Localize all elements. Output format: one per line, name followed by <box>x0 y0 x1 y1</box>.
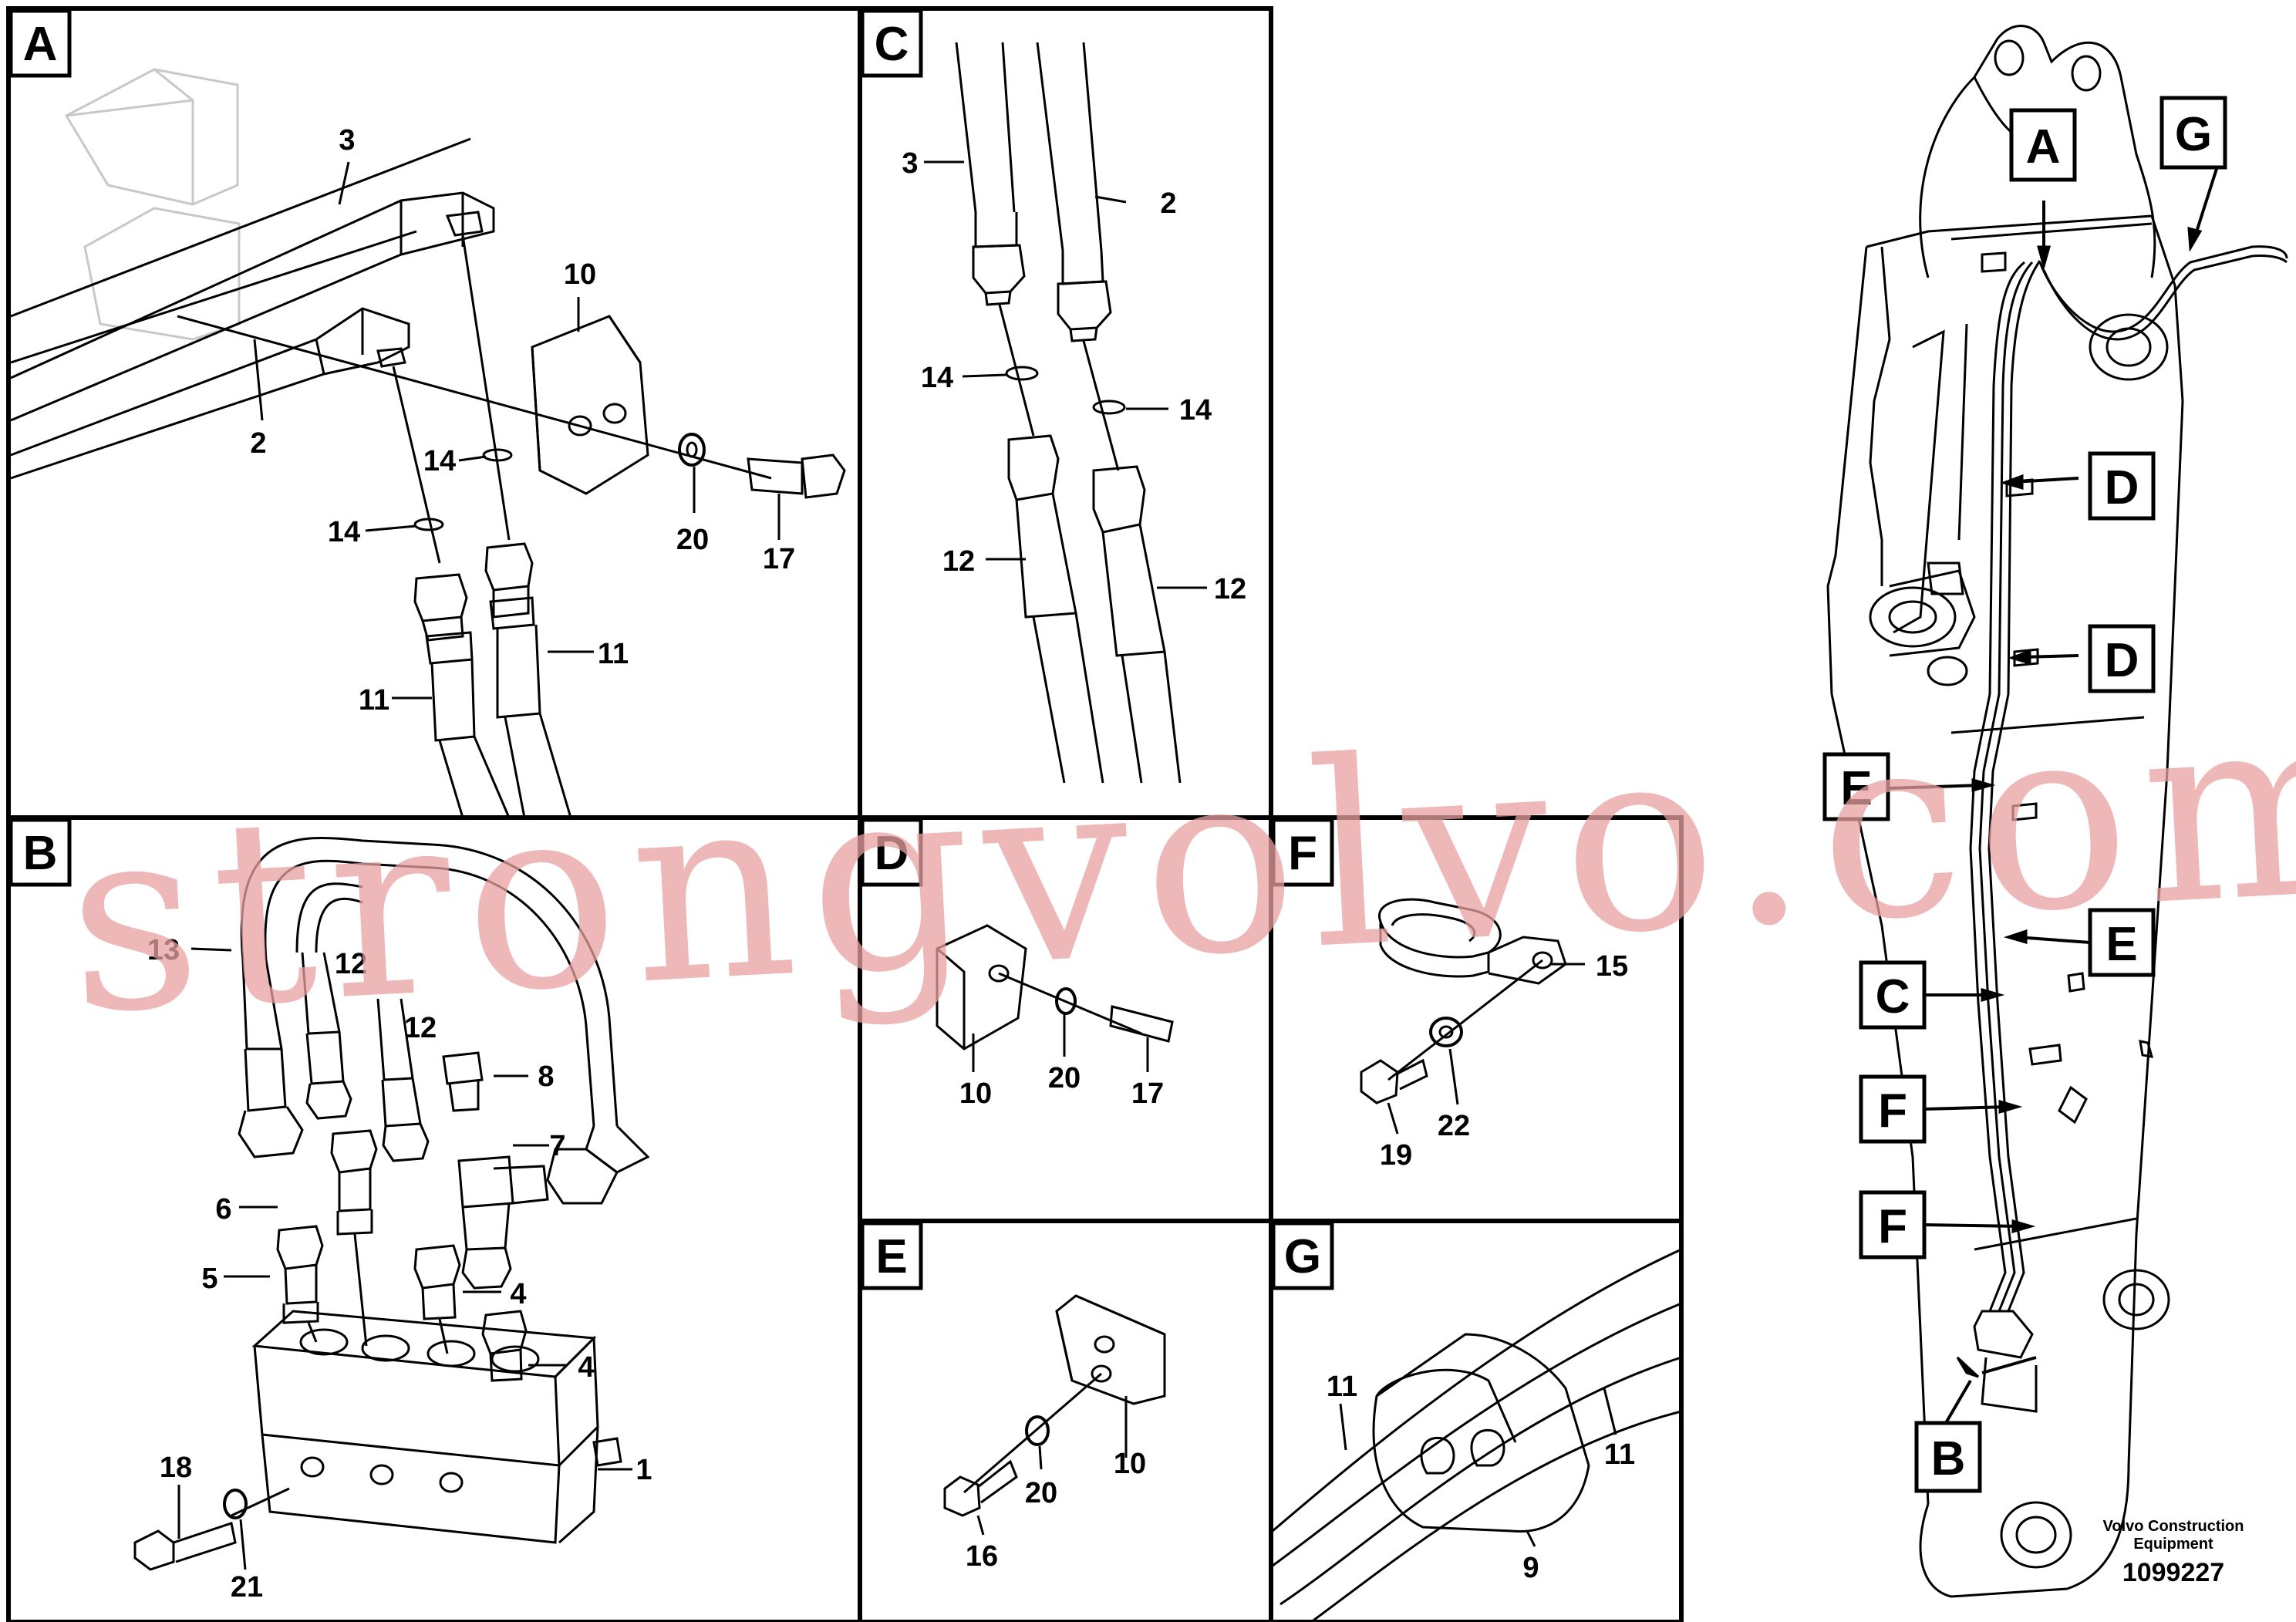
title-block: Volvo Construction Equipment 1099227 <box>2103 1518 2244 1587</box>
svg-text:A: A <box>2026 120 2061 174</box>
part-label-4: 4 <box>578 1351 594 1384</box>
part-label-20: 20 <box>1025 1477 1057 1509</box>
panel-tag-e: E <box>860 1221 923 1290</box>
panel-label-a: A <box>23 18 58 71</box>
panel-tag-a: A <box>8 8 72 78</box>
panel-tag-d: D <box>860 818 923 887</box>
svg-text:F: F <box>1878 1200 1907 1253</box>
part-label-14: 14 <box>328 516 360 548</box>
panel-tag-c: C <box>860 8 923 78</box>
part-label-15: 15 <box>1596 950 1628 983</box>
part-label-3: 3 <box>339 124 355 157</box>
part-label-21: 21 <box>231 1571 263 1603</box>
svg-text:E: E <box>1840 762 1872 815</box>
panel-e-drawing <box>943 1294 1166 1536</box>
panel-frames <box>6 6 1684 1622</box>
part-label-8: 8 <box>538 1061 554 1093</box>
part-label-11: 11 <box>598 638 629 670</box>
part-label-17: 17 <box>763 543 795 575</box>
callout-a: A <box>2009 108 2077 182</box>
part-label-12: 12 <box>404 1012 437 1044</box>
callout-d-1: D <box>2088 451 2156 521</box>
part-label-20: 20 <box>676 524 709 556</box>
panel-label-e: E <box>875 1230 907 1283</box>
part-label-12: 12 <box>942 545 975 578</box>
panel-b-drawing <box>133 836 650 1571</box>
panel-a-drawing <box>10 68 846 818</box>
panel-f-labels: 15 22 19 <box>1380 950 1628 1172</box>
callout-f-2: F <box>1859 1190 1927 1259</box>
panel-a-labels: 3 2 10 14 14 20 17 11 11 <box>250 124 795 717</box>
part-label-10: 10 <box>959 1077 992 1110</box>
panel-e-labels: 10 20 16 <box>966 1448 1146 1573</box>
part-label-4: 4 <box>510 1278 526 1310</box>
part-label-11: 11 <box>1604 1438 1635 1471</box>
part-label-7: 7 <box>549 1130 565 1162</box>
part-label-16: 16 <box>966 1540 998 1573</box>
callout-e-1: E <box>1822 752 1890 821</box>
svg-text:E: E <box>2106 918 2137 971</box>
panel-g-drawing <box>1272 1248 1682 1622</box>
callout-f-1: F <box>1859 1074 1927 1144</box>
part-label-19: 19 <box>1380 1139 1412 1172</box>
panel-label-b: B <box>23 827 58 880</box>
part-label-14: 14 <box>921 362 953 394</box>
part-label-6: 6 <box>215 1193 231 1226</box>
panel-c-drawing <box>924 42 1207 784</box>
panel-c-labels: 3 2 14 14 12 12 <box>902 147 1246 605</box>
panel-d-drawing <box>936 924 1174 1072</box>
part-label-12: 12 <box>335 948 367 980</box>
svg-text:B: B <box>1931 1432 1966 1485</box>
company-name-line2: Equipment <box>2133 1536 2213 1553</box>
part-label-9: 9 <box>1522 1552 1539 1584</box>
callout-c: C <box>1859 960 1927 1030</box>
panel-tag-g: G <box>1271 1221 1334 1290</box>
watermark-text: strongvolvo.com <box>61 653 2296 1071</box>
svg-text:C: C <box>1876 970 1910 1023</box>
part-label-2: 2 <box>1160 187 1176 220</box>
company-name: Volvo Construction <box>2103 1518 2244 1535</box>
background-blocks <box>64 68 241 341</box>
panel-label-g: G <box>1284 1230 1321 1283</box>
svg-text:D: D <box>2105 634 2139 687</box>
part-label-2: 2 <box>250 427 266 460</box>
part-label-10: 10 <box>1114 1448 1146 1480</box>
part-label-14: 14 <box>1179 394 1212 427</box>
callout-g: G <box>2159 96 2227 170</box>
svg-text:D: D <box>2105 461 2139 514</box>
part-label-13: 13 <box>147 934 180 966</box>
panel-tags: A C B D F E G <box>8 8 1334 1290</box>
panel-f-drawing <box>1360 898 1585 1135</box>
panel-d-labels: 10 20 17 <box>959 1062 1164 1110</box>
part-label-17: 17 <box>1131 1077 1164 1110</box>
part-label-11: 11 <box>1327 1371 1357 1403</box>
part-label-10: 10 <box>564 258 596 291</box>
panel-tag-f: F <box>1271 818 1334 887</box>
panel-label-f: F <box>1288 827 1317 880</box>
svg-text:G: G <box>2175 108 2212 161</box>
part-label-1: 1 <box>636 1454 652 1486</box>
overview-callouts: A G D D E E C F <box>1822 96 2227 1493</box>
panel-b-labels: 13 12 12 8 7 6 5 4 4 1 18 21 <box>147 934 652 1603</box>
panel-tag-b: B <box>8 818 72 887</box>
part-label-20: 20 <box>1048 1062 1081 1094</box>
callout-d-2: D <box>2088 624 2156 693</box>
part-label-11: 11 <box>359 684 389 717</box>
drawing-number: 1099227 <box>2122 1558 2224 1587</box>
part-label-12: 12 <box>1214 573 1246 605</box>
part-label-5: 5 <box>201 1263 217 1295</box>
svg-text:F: F <box>1878 1084 1907 1138</box>
callout-e-2: E <box>2088 908 2156 977</box>
part-label-3: 3 <box>902 147 918 180</box>
part-label-22: 22 <box>1438 1110 1470 1142</box>
part-label-18: 18 <box>160 1452 192 1484</box>
part-label-14: 14 <box>423 445 456 477</box>
panel-label-c: C <box>875 18 909 71</box>
panel-g-labels: 11 11 9 <box>1327 1371 1635 1584</box>
panel-label-d: D <box>875 827 909 880</box>
callout-b: B <box>1914 1421 1982 1493</box>
